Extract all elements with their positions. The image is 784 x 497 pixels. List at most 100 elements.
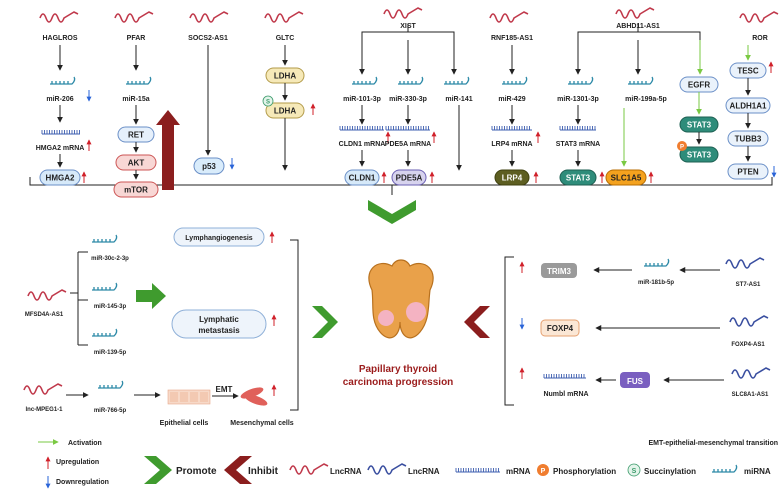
mrna-icon: [339, 126, 384, 131]
mirna-icon: [444, 76, 470, 85]
stat3-box-a: [559, 169, 597, 186]
ldha-box-1-label: LDHA: [274, 72, 296, 81]
top_labels-mir1301: miR-1301-3p: [557, 96, 599, 103]
big-up-arrow-icon: [156, 110, 180, 190]
lncrna-icon: [264, 11, 304, 23]
top_labels-haglros: HAGLROS: [43, 35, 78, 42]
top_labels-abhd11: ABHD11-AS1: [616, 23, 660, 30]
lncrna-icon: [114, 11, 154, 23]
lrp4-box-label: LRP4: [502, 174, 523, 183]
promote-chevron-left: [312, 306, 338, 338]
lncrna-icon: [615, 7, 655, 19]
lncrna-icon: [729, 315, 769, 327]
lncrna-legend-icon-2: [367, 463, 407, 475]
stat3-box-b-label: STAT3: [687, 121, 712, 130]
mirna-icon: [398, 76, 424, 85]
succinylation-icon: [262, 95, 274, 107]
legend-lncrna2: LncRNA: [408, 467, 440, 476]
left_labels-lymphangio: Lymphangiogenesis: [185, 235, 253, 242]
legend-inhibit: Inhibit: [248, 466, 279, 477]
mirna-icon: [502, 76, 528, 85]
pde5a-box-label: PDE5A: [396, 174, 423, 183]
hmga2-box: [39, 169, 81, 186]
right_labels-slc8a1: SLC8A1-AS1: [732, 392, 769, 398]
top_labels-mir206: miR-206: [46, 96, 73, 103]
fus-box: [620, 372, 650, 388]
left_labels-mpeg: lnc-MPEG1-1: [25, 407, 63, 413]
mrna-icon: [491, 126, 532, 131]
foxp4-box: [540, 319, 580, 337]
top_labels-ror: ROR: [752, 35, 768, 42]
cldn1-box: [344, 169, 380, 186]
phos-p: P: [680, 145, 684, 151]
left_labels-mir145: miR-145-3p: [94, 304, 127, 310]
tubb3-box-label: TUBB3: [735, 135, 762, 144]
left_labels-mir30c: miR-30c-2-3p: [91, 256, 129, 262]
top_labels-mir101: miR-101-3p: [343, 96, 381, 103]
pde5a-box: [391, 169, 427, 186]
legend-succ: Succinylation: [644, 467, 696, 476]
top_labels-mir15a: miR-15a: [122, 96, 149, 103]
ptc-title-1: Papillary thyroid: [359, 364, 437, 375]
mirna-icon: [628, 76, 654, 85]
cell: [180, 392, 188, 402]
inhibit-chevron-right: [464, 306, 490, 338]
left_labels-mfsd4a: MFSD4A-AS1: [25, 312, 64, 318]
left_labels-mir139: miR-139-5p: [94, 350, 127, 356]
mirna-icon: [644, 258, 670, 267]
mrna-icon: [41, 130, 80, 135]
left_labels-lymph_meta2: metastasis: [198, 326, 240, 335]
left_labels-mir766: miR-766-5p: [94, 408, 127, 414]
mtor-box: [113, 181, 159, 198]
inhibit-legend-icon: [224, 456, 252, 484]
cell: [190, 392, 198, 402]
mirna-legend-icon: [712, 464, 738, 473]
mirna-icon: [92, 234, 118, 243]
legend-promote: Promote: [176, 466, 217, 477]
legend-downregulation: Downregulation: [56, 479, 109, 486]
ldha-box-2-label: LDHA: [274, 107, 296, 116]
mirna-icon: [352, 76, 378, 85]
right_labels-fus: FUS: [627, 377, 644, 386]
top_labels-mir429: miR-429: [498, 96, 525, 103]
thyroid-icon: [368, 259, 434, 339]
left_labels-epithelial: Epithelial cells: [160, 420, 209, 427]
top_labels-lrp4_mrna: LRP4 mRNA: [491, 141, 532, 148]
left_labels-emt: EMT: [216, 385, 233, 394]
lncrna-icon: [189, 11, 229, 23]
mirna-icon: [98, 380, 124, 389]
promote-legend-icon: [144, 456, 172, 484]
top_labels-xist: XIST: [400, 23, 416, 30]
lncrna-icon: [23, 383, 63, 395]
egfr-box-label: EGFR: [688, 81, 710, 90]
mesenchymal-cell: [244, 394, 268, 406]
cldn1-box-label: CLDN1: [349, 174, 376, 183]
promote-chevron-top: [368, 200, 416, 224]
right_labels-foxp4: FOXP4: [547, 324, 574, 333]
mrna-icon: [385, 126, 430, 131]
lncrna-legend-icon-1: [289, 463, 329, 475]
legend-p: P: [541, 468, 546, 475]
right_labels-numbl: Numbl mRNA: [543, 391, 588, 398]
legend-activation: Activation: [68, 440, 102, 447]
akt-box-label: AKT: [128, 159, 145, 168]
right_labels-trim3: TRIM3: [547, 267, 572, 276]
p53-box: [193, 157, 225, 175]
lncrna-icon: [27, 289, 67, 301]
mtor-box-label: mTOR: [124, 186, 148, 195]
cell: [200, 392, 208, 402]
lncrna-icon: [39, 11, 79, 23]
lncrna-icon: [489, 11, 529, 23]
hmga2-box-label: HMGA2: [46, 174, 75, 183]
mrna-icon: [543, 374, 586, 379]
lymphangiogenesis-box: [173, 227, 265, 247]
succinylation-legend-icon: [627, 463, 641, 477]
mrna-legend-icon: [455, 468, 500, 473]
top_labels-mir330: miR-330-3p: [389, 96, 427, 103]
ptc-title-2: carcinoma progression: [343, 377, 454, 388]
mirna-icon: [50, 76, 76, 85]
right_labels-foxp4as1: FOXP4-AS1: [731, 342, 765, 348]
pten-box: [727, 163, 769, 180]
tumor-icon: [406, 302, 426, 322]
